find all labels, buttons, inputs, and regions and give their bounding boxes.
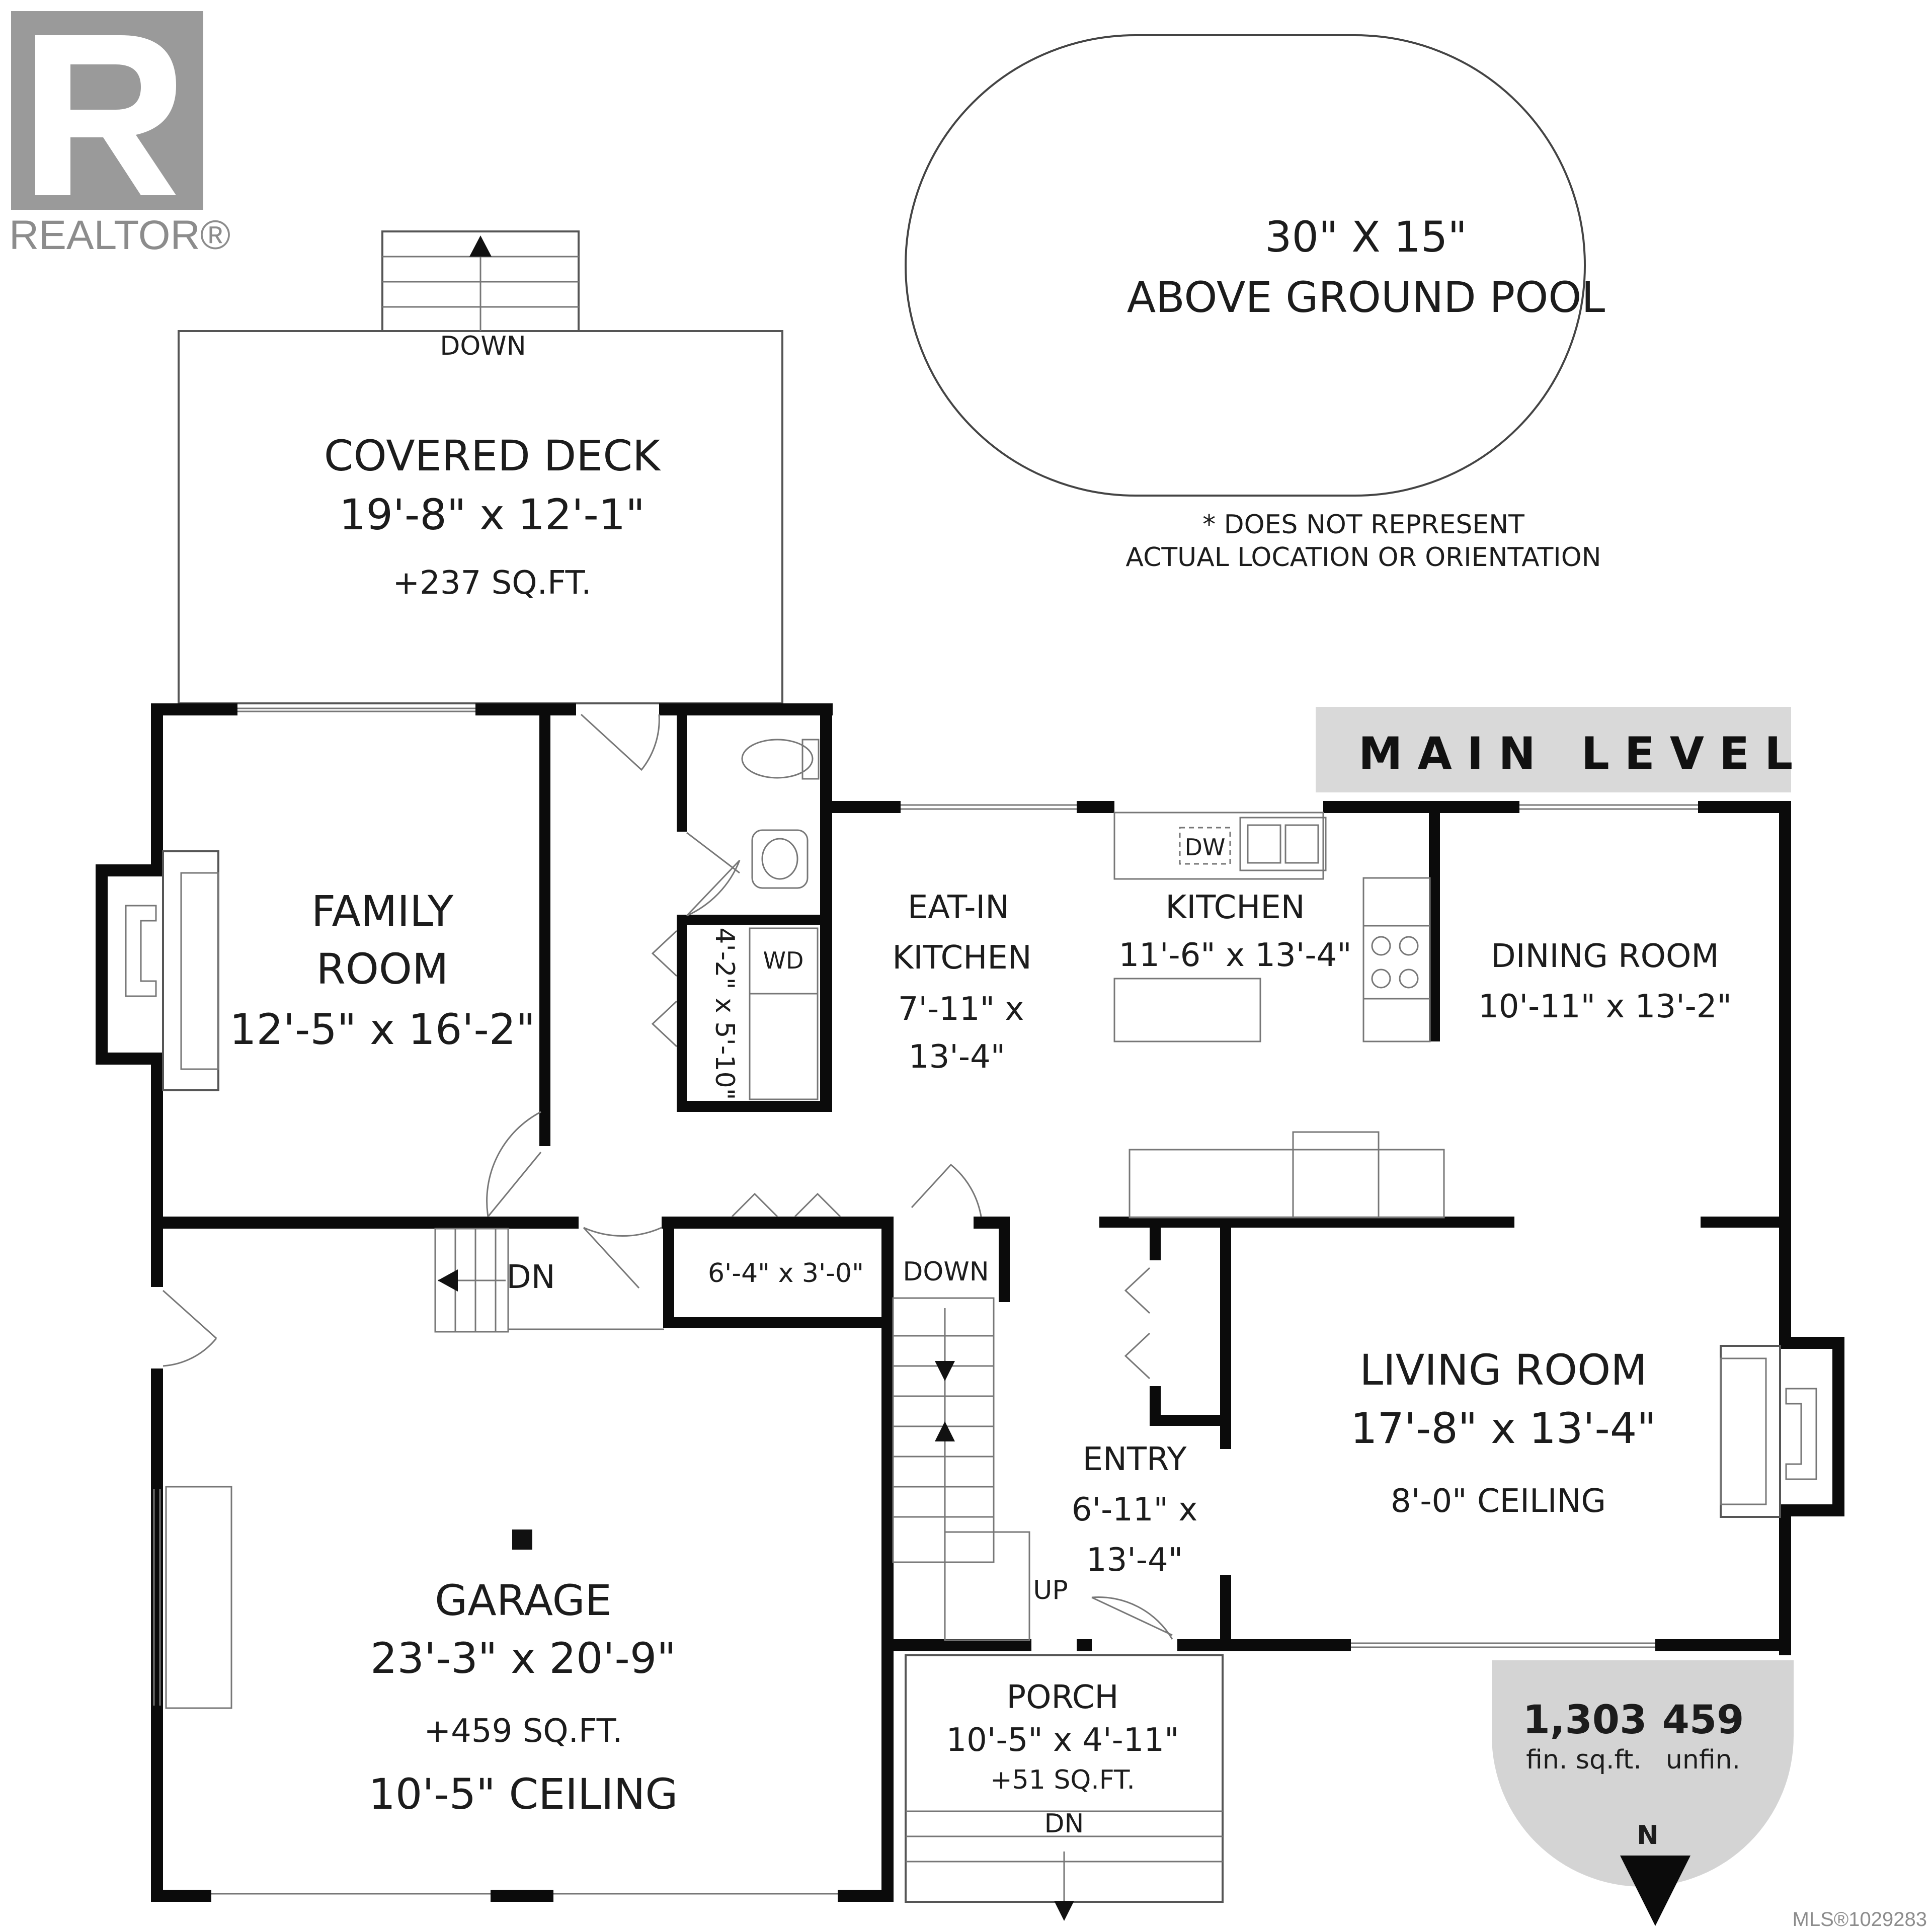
- left-arrow-icon: [438, 1269, 458, 1292]
- realtor-logo: REALTOR®: [9, 11, 230, 258]
- dining-room-dims: 10'-11" x 13'-2": [1478, 988, 1732, 1025]
- level-title: MAIN LEVEL: [1358, 728, 1808, 779]
- toilet-icon: [741, 739, 814, 779]
- eat-in-kitchen-name-1: EAT-IN: [908, 889, 1009, 926]
- peninsula: [1129, 1149, 1445, 1219]
- bathroom-fixtures: [741, 739, 820, 889]
- porch-stairs: [906, 1810, 1223, 1921]
- washer-dryer-label: WD: [763, 947, 804, 974]
- porch-stair-label: DN: [1044, 1809, 1084, 1839]
- family-room-name-1: FAMILY: [311, 887, 454, 936]
- walls: [96, 703, 1844, 1902]
- laundry-dims: 4'-2" x 5'-10": [709, 927, 740, 1100]
- pool-note-line1: * DOES NOT REPRESENT: [1202, 510, 1524, 540]
- stair-up-label: UP: [1033, 1575, 1068, 1605]
- pool-size: 30" X 15": [1265, 212, 1467, 262]
- family-fireplace: [125, 850, 219, 1091]
- stove-icon: [1362, 925, 1431, 1000]
- down-arrow-icon: [935, 1361, 955, 1381]
- garage-stairs: [434, 1228, 664, 1333]
- deck-stairs: [381, 230, 580, 332]
- closet-dims: 6'-4" x 3'-0": [708, 1258, 864, 1289]
- pool-outline: [905, 34, 1586, 497]
- area-summary-badge: [1492, 1660, 1794, 1887]
- garage-stair-label: DN: [506, 1259, 555, 1296]
- kitchen-name: KITCHEN: [1165, 889, 1305, 926]
- porch-name: PORCH: [1006, 1679, 1118, 1716]
- main-stairs: [892, 1297, 1030, 1641]
- compass-label: N: [1637, 1820, 1659, 1850]
- garage-marker: [512, 1530, 532, 1550]
- covered-deck-name: COVERED DECK: [324, 431, 661, 480]
- porch-area: +51 SQ.FT.: [990, 1765, 1135, 1795]
- finished-sqft-label: fin. sq.ft.: [1526, 1745, 1642, 1775]
- living-room-dims: 17'-8" x 13'-4": [1350, 1404, 1656, 1453]
- family-room-name-2: ROOM: [316, 944, 448, 994]
- mls-number: MLS®1029283: [1793, 1908, 1927, 1930]
- garage-ceiling: 10'-5" CEILING: [368, 1769, 678, 1819]
- dining-room-name: DINING ROOM: [1491, 938, 1719, 975]
- pool-note-line2: ACTUAL LOCATION OR ORIENTATION: [1125, 542, 1601, 573]
- entry-name: ENTRY: [1083, 1441, 1187, 1478]
- porch-dims: 10'-5" x 4'-11": [946, 1722, 1179, 1759]
- down-arrow-icon: [1054, 1901, 1074, 1921]
- living-fireplace: [1720, 1345, 1817, 1518]
- realtor-logo-text: REALTOR®: [9, 212, 230, 258]
- living-room-ceiling: 8'-0" CEILING: [1391, 1483, 1606, 1520]
- eat-in-kitchen-name-2: KITCHEN: [892, 939, 1031, 977]
- covered-deck-dims: 19'-8" x 12'-1": [339, 490, 645, 539]
- up-arrow-icon: [935, 1421, 955, 1441]
- eat-in-kitchen-dims-2: 13'-4": [909, 1038, 1005, 1076]
- garage-area: +459 SQ.FT.: [424, 1713, 623, 1750]
- garage-dims: 23'-3" x 20'-9": [370, 1634, 676, 1683]
- sink-icon: [751, 829, 809, 889]
- eat-in-kitchen-dims-1: 7'-11" x: [898, 991, 1024, 1028]
- family-room-dims: 12'-5" x 16'-2": [229, 1005, 535, 1054]
- windows: [153, 707, 1698, 1895]
- level-title-band: [1316, 707, 1791, 792]
- entry-dims-2: 13'-4": [1086, 1542, 1183, 1579]
- dishwasher-label: DW: [1185, 834, 1226, 861]
- finished-sqft-value: 1,303: [1523, 1698, 1647, 1743]
- north-arrow-icon: [1620, 1856, 1691, 1926]
- deck-down-label: DOWN: [440, 331, 526, 361]
- main-stair-down-label: DOWN: [903, 1257, 989, 1287]
- pool-label: ABOVE GROUND POOL: [1127, 273, 1605, 322]
- kitchen-dims: 11'-6" x 13'-4": [1118, 937, 1351, 974]
- kitchen-counters: [1113, 812, 1445, 1219]
- unfinished-sqft-label: unfin.: [1666, 1745, 1740, 1775]
- covered-deck-area: +237 SQ.FT.: [393, 565, 592, 602]
- entry-dims-1: 6'-11" x: [1072, 1491, 1198, 1528]
- kitchen-island: [1113, 978, 1261, 1042]
- unfinished-sqft-value: 459: [1662, 1698, 1744, 1743]
- garage-name: GARAGE: [435, 1576, 612, 1625]
- doors: [162, 713, 1173, 1640]
- living-room-name: LIVING ROOM: [1359, 1345, 1647, 1395]
- up-arrow-icon: [469, 235, 492, 257]
- sink-icon: [1239, 817, 1327, 871]
